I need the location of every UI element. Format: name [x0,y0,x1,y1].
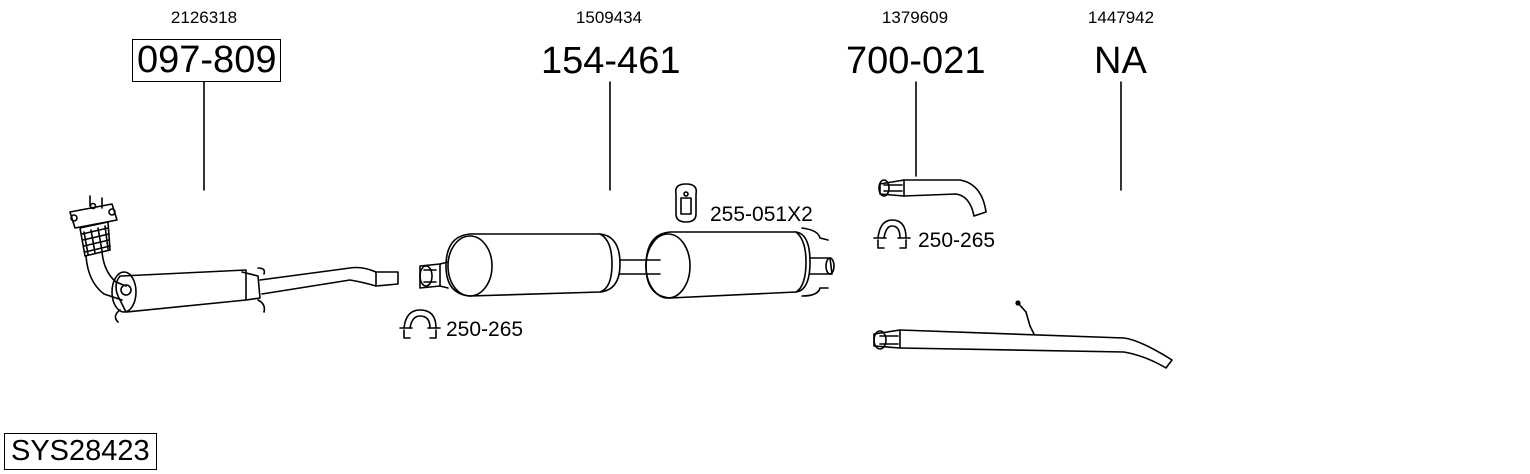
part-code-4[interactable]: NA [1094,40,1147,82]
rubber-hanger-icon[interactable] [674,183,698,223]
system-code: SYS28423 [4,433,157,470]
rear-pipe-part[interactable] [873,300,1173,369]
clamp-icon[interactable] [399,309,441,339]
part-code-1[interactable]: 097-809 [132,39,282,82]
part-ref-2: 1509434 [575,8,643,27]
catalytic-converter-part[interactable] [69,195,399,323]
part-ref-3: 1379609 [881,8,949,27]
clamp-icon[interactable] [873,219,911,249]
part-ref-1: 2126318 [170,8,238,27]
clamp-label-1[interactable]: 250-265 [446,318,524,341]
part-ref-4: 1447942 [1087,8,1155,27]
part-code-3[interactable]: 700-021 [846,40,986,82]
clamp-label-2[interactable]: 250-265 [918,229,996,252]
middle-silencer-part[interactable] [419,227,835,299]
tail-pipe-bend-part[interactable] [878,179,987,217]
hanger-label[interactable]: 255-051X2 [710,203,813,226]
part-code-2[interactable]: 154-461 [541,40,681,82]
